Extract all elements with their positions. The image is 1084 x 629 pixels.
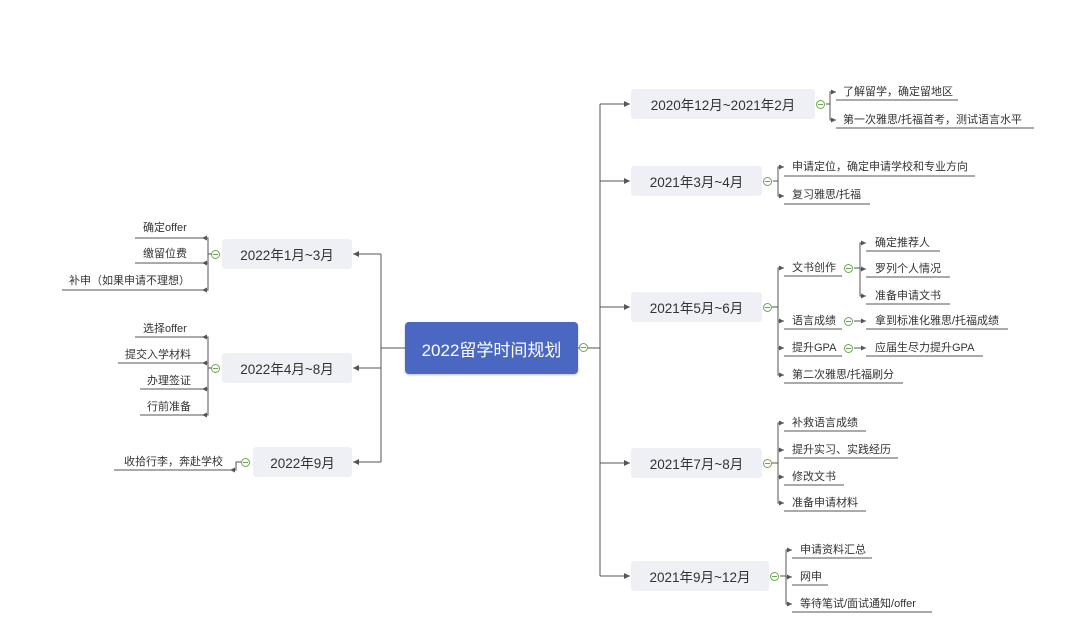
- arrowhead: [779, 265, 784, 271]
- connector: [777, 181, 784, 197]
- arrowhead: [202, 235, 207, 241]
- arrowhead: [779, 164, 784, 170]
- collapse-toggle-icon[interactable]: [211, 250, 220, 259]
- subtopic[interactable]: 应届生尽力提升GPA: [875, 342, 975, 354]
- collapse-toggle-icon[interactable]: [844, 317, 853, 326]
- arrowhead: [779, 372, 784, 378]
- arrowhead: [353, 251, 359, 257]
- arrowhead: [861, 293, 866, 299]
- arrowhead: [202, 386, 207, 392]
- connector: [829, 104, 836, 121]
- arrowhead: [787, 574, 792, 580]
- subtopic[interactable]: 申请资料汇总: [800, 544, 866, 556]
- collapse-toggle-icon[interactable]: [844, 264, 853, 273]
- subtopic[interactable]: 第二次雅思/托福刷分: [792, 369, 895, 381]
- topic-left-1[interactable]: 2022年1月~3月: [222, 239, 352, 269]
- subtopic[interactable]: 补救语言成绩: [792, 417, 858, 429]
- subtopic[interactable]: 行前准备: [147, 401, 191, 413]
- arrowhead: [861, 345, 866, 351]
- topic-right-4[interactable]: 2021年7月~8月: [631, 448, 762, 478]
- subtopic[interactable]: 确定offer: [143, 222, 187, 234]
- collapse-toggle-icon[interactable]: [763, 303, 772, 312]
- arrowhead: [624, 304, 630, 310]
- collapse-toggle-icon[interactable]: [241, 458, 250, 467]
- subtopic[interactable]: 申请定位，确定申请学校和专业方向: [792, 161, 968, 173]
- subtopic[interactable]: 罗列个人情况: [875, 263, 941, 275]
- collapse-toggle-icon[interactable]: [844, 344, 853, 353]
- subtopic[interactable]: 提交入学材料: [125, 349, 191, 361]
- arrowhead: [202, 287, 207, 293]
- arrowhead: [353, 459, 359, 465]
- collapse-toggle-icon[interactable]: [763, 177, 772, 186]
- subtopic[interactable]: 确定推荐人: [875, 237, 930, 249]
- arrowhead: [779, 447, 784, 453]
- subtopic[interactable]: 了解留学，确定留地区: [843, 86, 953, 98]
- arrowhead: [831, 117, 836, 123]
- connector: [230, 461, 241, 471]
- arrowhead: [779, 474, 784, 480]
- collapse-toggle-icon[interactable]: [816, 100, 825, 109]
- arrowhead: [831, 89, 836, 95]
- arrowhead: [779, 193, 784, 199]
- arrowhead: [353, 365, 359, 371]
- arrowhead: [779, 345, 784, 351]
- subtopic[interactable]: 文书创作: [792, 262, 836, 274]
- arrowhead: [202, 412, 207, 418]
- arrowhead: [787, 547, 792, 553]
- arrowhead: [779, 500, 784, 506]
- collapse-toggle-icon[interactable]: [763, 459, 772, 468]
- subtopic[interactable]: 补申（如果申请不理想）: [69, 275, 190, 287]
- subtopic[interactable]: 修改文书: [792, 471, 836, 483]
- arrowhead: [202, 260, 207, 266]
- subtopic[interactable]: 复习雅思/托福: [792, 189, 862, 201]
- topic-left-3[interactable]: 2022年9月: [253, 447, 352, 477]
- arrowhead: [861, 240, 866, 246]
- arrowhead: [624, 101, 630, 107]
- topic-right-3[interactable]: 2021年5月~6月: [631, 292, 762, 322]
- arrowhead: [787, 601, 792, 607]
- subtopic[interactable]: 选择offer: [143, 323, 187, 335]
- collapse-toggle-icon[interactable]: [579, 343, 588, 352]
- connector: [773, 166, 784, 182]
- arrowhead: [624, 460, 630, 466]
- arrowhead: [202, 334, 207, 340]
- arrowhead: [779, 318, 784, 324]
- arrowhead: [779, 420, 784, 426]
- arrowhead: [861, 266, 866, 272]
- collapse-toggle-icon[interactable]: [211, 364, 220, 373]
- arrowhead: [230, 467, 235, 473]
- subtopic[interactable]: 准备申请文书: [875, 290, 941, 302]
- arrowhead: [202, 360, 207, 366]
- subtopic[interactable]: 提升GPA: [792, 342, 837, 354]
- topic-left-2[interactable]: 2022年4月~8月: [222, 353, 352, 383]
- subtopic[interactable]: 提升实习、实践经历: [792, 444, 891, 456]
- subtopic[interactable]: 准备申请材料: [792, 497, 858, 509]
- subtopic[interactable]: 语言成绩: [792, 315, 836, 327]
- subtopic[interactable]: 网申: [800, 571, 822, 583]
- topic-right-1[interactable]: 2020年12月~2021年2月: [631, 89, 815, 119]
- subtopic[interactable]: 办理签证: [147, 375, 191, 387]
- connector: [777, 423, 784, 504]
- subtopic[interactable]: 缴留位费: [143, 248, 187, 260]
- arrowhead: [861, 318, 866, 324]
- arrowhead: [624, 573, 630, 579]
- arrowhead: [624, 178, 630, 184]
- topic-right-5[interactable]: 2021年9月~12月: [631, 561, 769, 591]
- subtopic[interactable]: 拿到标准化雅思/托福成绩: [875, 315, 1000, 327]
- subtopic[interactable]: 第一次雅思/托福首考，测试语言水平: [843, 114, 1023, 126]
- topic-right-2[interactable]: 2021年3月~4月: [631, 166, 762, 196]
- subtopic[interactable]: 收拾行李，奔赴学校: [124, 456, 223, 468]
- subtopic[interactable]: 等待笔试/面试通知/offer: [800, 598, 916, 610]
- connector: [202, 337, 209, 416]
- root-topic[interactable]: 2022留学时间规划: [405, 322, 578, 374]
- collapse-toggle-icon[interactable]: [770, 572, 779, 581]
